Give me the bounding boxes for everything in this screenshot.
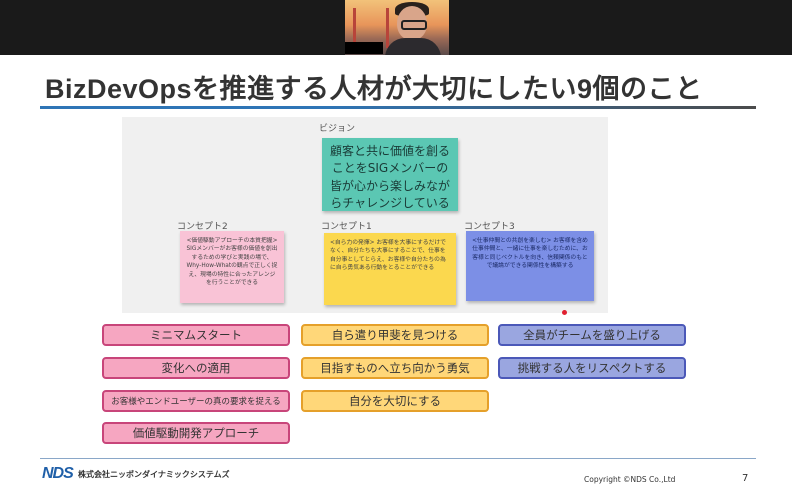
participant-body [385,38,441,55]
concept3-sticky-note: <仕事仲間との共創を楽しむ> お客様を含め仕事仲間と、一緒に仕事を楽しむために、… [466,231,594,301]
value-pill: ミニマムスタート [102,324,290,346]
laser-pointer-dot [562,310,567,315]
concept3-label: コンセプト3 [464,222,515,232]
footer-divider [40,458,756,459]
participant-name-bar [345,42,383,54]
value-pill: 自分を大切にする [301,390,489,412]
page-number: 7 [742,473,749,484]
copyright-text: Copyright ©NDS Co.,Ltd [584,475,676,484]
concept1-sticky-note: <自ら力の発揮> お客様を大事にするだけでなく、自分たちも大事にすることで、仕事… [324,233,456,305]
company-name: 株式会社ニッポンダイナミックシステムズ [78,470,230,479]
meeting-top-bar [0,0,792,55]
concept2-label: コンセプト2 [177,222,228,232]
vision-label: ビジョン [319,124,356,134]
vision-sticky-note: 顧客と共に価値を創ることをSIGメンバーの皆が心から楽しみながらチャレンジしてい… [322,138,458,211]
slide-title: BizDevOpsを推進する人材が大切にしたい9個のこと [45,74,703,104]
value-pill: 変化への適用 [102,357,290,379]
sticky-note-board: ビジョン 顧客と共に価値を創ることをSIGメンバーの皆が心から楽しみながらチャレ… [122,117,608,313]
participant-video-thumbnail[interactable] [345,0,449,55]
participant-glasses [401,20,427,30]
value-pill: 全員がチームを盛り上げる [498,324,686,346]
presentation-slide: BizDevOpsを推進する人材が大切にしたい9個のこと ビジョン 顧客と共に価… [0,55,792,503]
value-pill: 価値駆動開発アプローチ [102,422,290,444]
concept1-label: コンセプト1 [321,222,372,232]
bridge-background [353,8,389,48]
value-pill: お客様やエンドユーザーの真の要求を捉える [102,390,290,412]
value-pill: 自ら遣り甲斐を見つける [301,324,489,346]
value-pill: 目指すものへ立ち向かう勇気 [301,357,489,379]
company-logo: NDS [42,465,74,482]
title-underline [40,106,756,109]
value-pill: 挑戦する人をリスペクトする [498,357,686,379]
concept2-sticky-note: <価値駆動アプローチの本質把握> SIGメンバーがお客様の価値を創出するための学… [180,231,284,303]
